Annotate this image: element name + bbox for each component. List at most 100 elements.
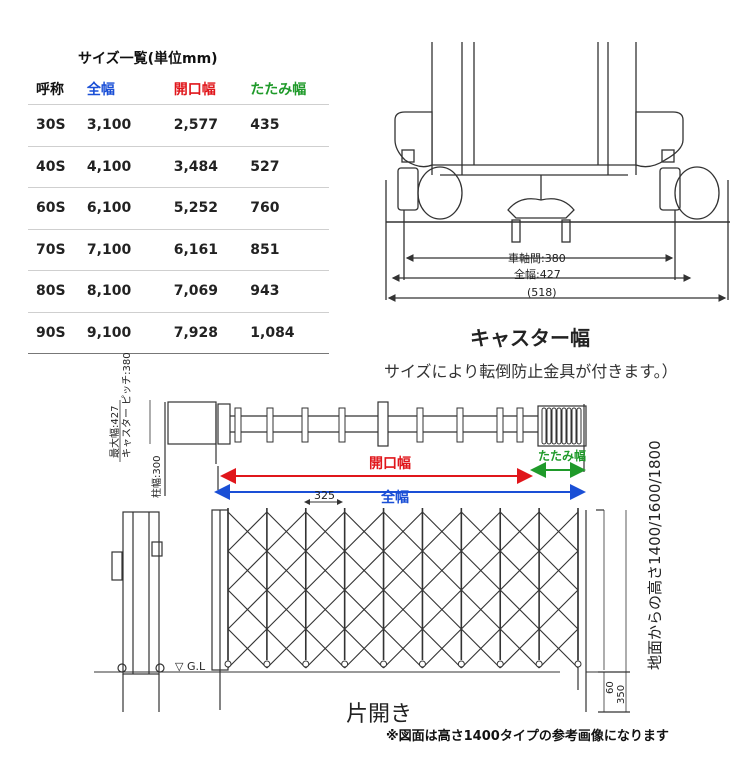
lattice-bar [538,628,579,669]
folded-bar [551,407,557,445]
folded-bar [541,407,547,445]
table-cell: 8,100 [78,270,150,313]
header-folded-width: たたみ幅 [242,74,329,105]
caster-title: キャスター幅 [470,326,590,350]
table-cell: 7,069 [149,270,243,313]
elevation-wheel [574,660,582,668]
folded-bar [561,407,567,445]
lattice-bar [538,589,579,630]
elevation-wheel [302,660,310,668]
plan-bar [234,407,242,443]
lattice-bar [383,628,423,669]
side-elevation [111,511,165,712]
size-table-header-row: 呼称 全幅 開口幅 たたみ幅 [28,74,329,105]
elevation-wheel [535,660,543,668]
folded-bar [556,407,562,445]
lattice-bar [266,628,307,669]
pitch-label: 325 [314,489,335,502]
lattice-bar [499,550,540,591]
lattice-bar [305,589,346,630]
lattice-bar [344,628,384,669]
lattice-bar [499,589,540,630]
lattice-bar [422,511,462,552]
folded-bar [571,407,577,445]
lattice-bar [538,511,579,552]
lattice-bar [344,589,384,630]
plan-bar [301,407,309,443]
lattice-bar [305,628,346,669]
table-cell: 60S [28,187,79,230]
lattice-bar [305,550,346,591]
elevation-wheel [341,660,349,668]
table-cell: 40S [28,146,79,188]
plan-bar [266,407,274,443]
lattice-bar [227,589,268,630]
lattice-bar [383,511,423,552]
gate-type-title: 片開き [346,702,413,727]
lattice-bar [422,550,462,591]
table-cell: 70S [28,229,79,271]
table-cell: 527 [242,146,329,188]
lattice-bar [227,628,268,669]
height-label: 地面からの高さ1400/1600/1800 [646,440,664,670]
table-cell: 9,100 [78,312,150,354]
lattice-bar [460,511,501,552]
header-name: 呼称 [28,74,79,105]
header-opening-width: 開口幅 [149,74,243,105]
table-cell: 80S [28,270,79,313]
plan-bar [338,407,346,443]
elevation-wheel [418,660,426,668]
elevation-wheel [263,660,271,668]
caster-dim-full: 全幅:427 [514,267,561,281]
dim-60-label: 60 [605,681,616,694]
opening-label: 開口幅 [369,455,411,472]
full-width-label: 全幅 [380,489,409,506]
folded-bar [576,407,582,445]
elevation-wheel [224,660,232,668]
caster-pitch-label: キャスター ピッチ:380 [121,352,133,458]
table-cell: 435 [242,104,329,147]
table-cell: 760 [242,187,329,230]
table-cell: 30S [28,104,79,147]
lattice-bar [499,511,540,552]
plan-bar [456,407,464,443]
elevation-wheel [380,660,388,668]
table-cell: 5,252 [149,187,243,230]
folded-label: たたみ幅 [538,448,586,463]
gate-lattice [227,511,579,669]
table-cell: 3,484 [149,146,243,188]
table-cell: 3,100 [78,104,150,147]
table-cell: 943 [242,270,329,313]
plan-bar [496,407,504,443]
lattice-bar [266,550,307,591]
table-cell: 6,100 [78,187,150,230]
lattice-bar [305,511,346,552]
elevation-wheel [457,660,465,668]
lattice-bar [422,628,462,669]
lattice-bar [460,628,501,669]
lattice-bar [422,589,462,630]
folded-bar [546,407,552,445]
lattice-bar [460,589,501,630]
caster-detail [385,42,730,302]
lattice-bar [266,511,307,552]
table-cell: 7,928 [149,312,243,354]
lattice-bar [227,550,268,591]
lattice-bar [266,589,307,630]
lattice-bar [344,550,384,591]
table-cell: 2,577 [149,104,243,147]
caster-dim-outer: (518) [527,286,557,299]
gate-elevation-posts [224,508,582,668]
lattice-bar [538,550,579,591]
table-cell: 7,100 [78,229,150,271]
table-cell: 90S [28,312,79,354]
caster-note: サイズにより転倒防止金具が付きます。） [384,362,678,381]
table-cell: 4,100 [78,146,150,188]
